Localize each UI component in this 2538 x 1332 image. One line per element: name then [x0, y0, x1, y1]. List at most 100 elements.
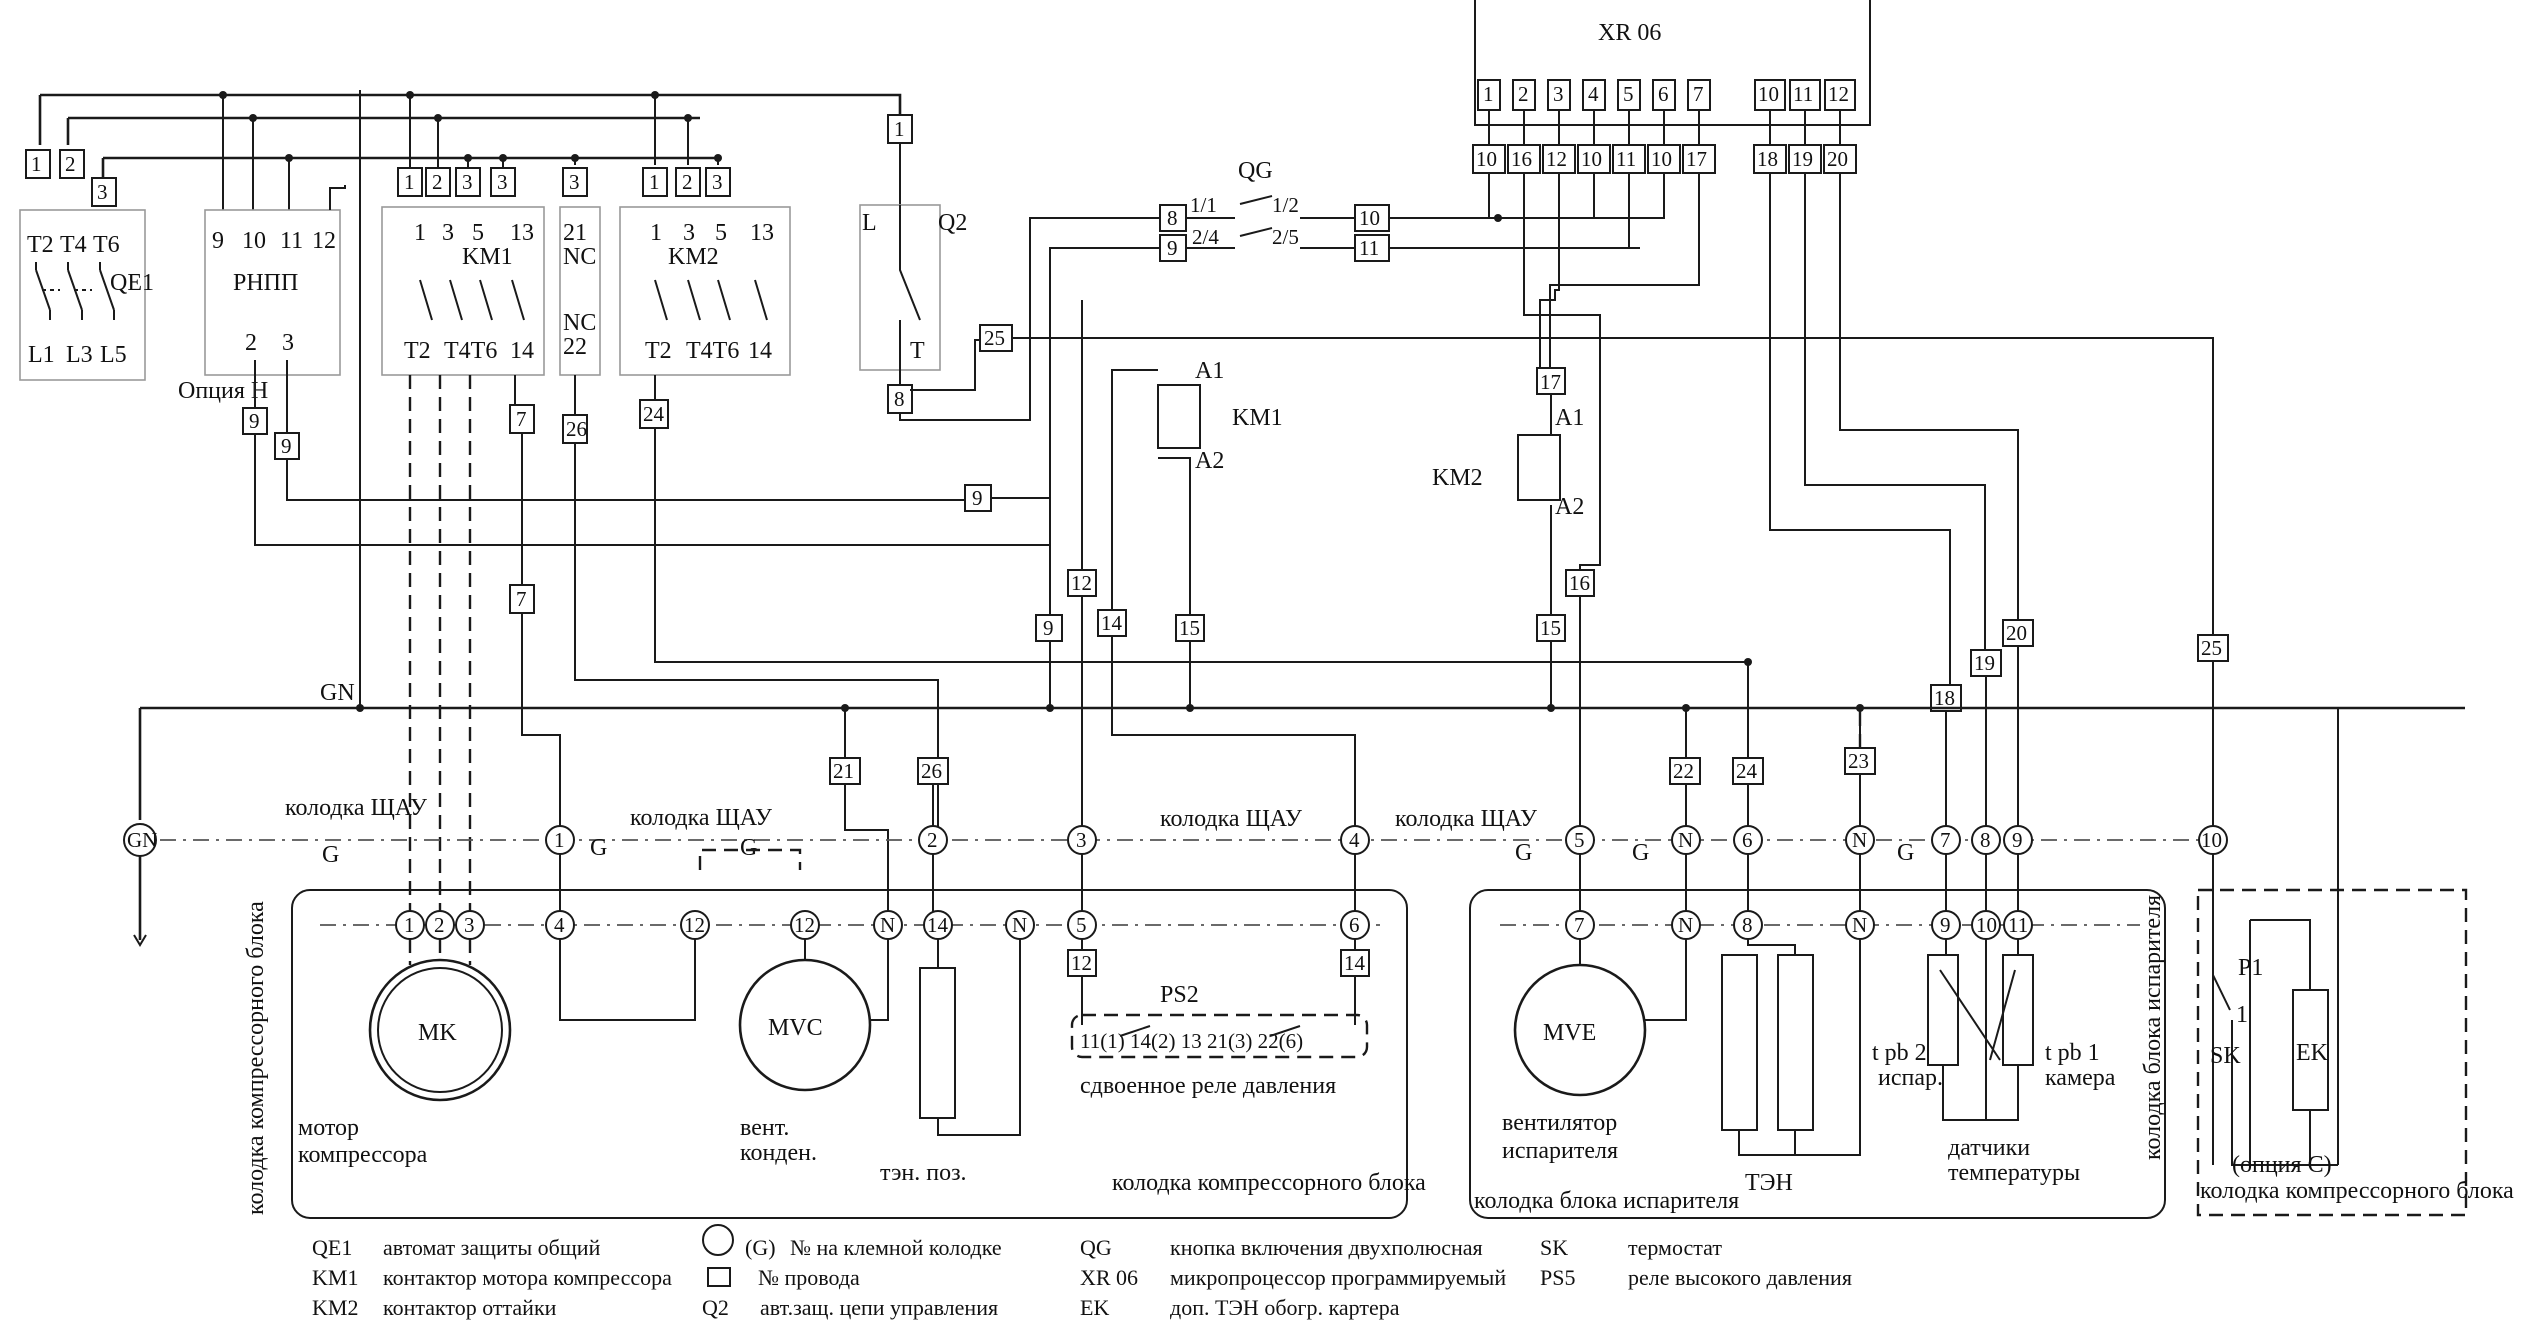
tpb2-2: испар.: [1878, 1065, 1943, 1091]
wire-20: 20: [2006, 621, 2027, 645]
shau-g-2: G: [590, 835, 607, 861]
q2-l: L: [862, 210, 877, 236]
compressor-block: колодка компрессорного блока 1 2 3 4 12 …: [243, 889, 1426, 1219]
option-c-block: P1 1 SK EK (опция С) колодка компрессорн…: [2196, 854, 2514, 1217]
mk-desc-1: мотор: [298, 1115, 359, 1141]
legend-code-g: (G): [745, 1235, 776, 1260]
km1-coil-name: KM1: [1232, 405, 1283, 431]
xr06-title: XR 06: [1598, 20, 1661, 46]
rnpp-option: Опция Н: [178, 378, 268, 404]
mk-desc-2: компрессора: [298, 1142, 428, 1168]
km2-coil-a2: A2: [1555, 494, 1584, 520]
q2-wire-8: 8: [894, 387, 905, 411]
qe1-name: QE1: [110, 270, 154, 296]
xr06-t12: 12: [1828, 82, 1849, 106]
legend-desc-km1: контактор мотора компрессора: [383, 1265, 672, 1290]
legend-code-qg: QG: [1080, 1235, 1112, 1260]
sensors-1: датчики: [1948, 1135, 2030, 1161]
legend-desc-q2: авт.защ. цепи управления: [760, 1295, 998, 1320]
gn-label: GN: [320, 680, 355, 706]
eb-node-7: 7: [1574, 913, 1585, 937]
cb-node-2: 2: [434, 913, 445, 937]
legend-desc-xr06: микропроцессор программируемый: [1170, 1265, 1506, 1290]
xr06-w10b: 10: [1581, 147, 1602, 171]
shau-label-4: колодка ЩАУ: [1395, 806, 1537, 832]
km2-wire-24: 24: [643, 402, 665, 426]
wire-labels: 9 12 14 15 15 16 9 18 19 20 25 21 26 22 …: [829, 300, 2229, 930]
q2-wire-25: 25: [984, 326, 1005, 350]
xr06-t11: 11: [1793, 82, 1813, 106]
wire-19: 19: [1974, 651, 1995, 675]
cb-node-1: 1: [404, 913, 415, 937]
shau-node-3: 3: [1076, 828, 1087, 852]
legend-code-km1: KM1: [312, 1265, 358, 1290]
km2-wire-2: 2: [682, 170, 693, 194]
qe1-t4: T4: [60, 232, 87, 258]
wire-25: 25: [2201, 636, 2222, 660]
xr06-t6: 6: [1658, 82, 1669, 106]
heater-label: тэн. поз.: [880, 1160, 967, 1186]
shau-node-7: 7: [1940, 828, 1951, 852]
cb-wire-14: 14: [1344, 951, 1366, 975]
shau-label-2: колодка ЩАУ: [630, 805, 772, 831]
tpb2-1: t pb 2: [1872, 1040, 1927, 1066]
km1-t2: T2: [404, 338, 431, 364]
km1-14: 14: [510, 338, 534, 364]
km1-contactor: 1 2 3 3 1 3 5 13 KM1 T2 T4T6 14 7 7: [381, 167, 561, 930]
legend-code-qe1: QE1: [312, 1235, 352, 1260]
eb-node-11: 11: [2008, 913, 2028, 937]
qe1-t6: T6: [93, 232, 120, 258]
wire-24: 24: [1736, 759, 1758, 783]
mve-label: MVE: [1543, 1020, 1596, 1046]
xr06-t3: 3: [1553, 82, 1564, 106]
rnpp-11: 11: [280, 228, 303, 254]
sensors-2: температуры: [1948, 1160, 2080, 1186]
cb-node-6: 6: [1349, 913, 1360, 937]
mve-desc-1: вентилятор: [1502, 1110, 1617, 1136]
ps2-label: PS2: [1160, 982, 1199, 1008]
wire-15a: 15: [1179, 616, 1200, 640]
shau-node-10: 10: [2201, 828, 2222, 852]
shau-node-4: 4: [1349, 828, 1360, 852]
wire-7b: 7: [516, 587, 527, 611]
rnpp-name: РНПП: [233, 270, 298, 296]
shau-g-1: G: [322, 842, 339, 868]
q2-name: Q2: [938, 210, 967, 236]
km1-name: KM1: [462, 244, 513, 270]
cb-wire-12: 12: [1071, 951, 1092, 975]
km2-t4t6: T4T6: [686, 338, 739, 364]
km1-coil-a1: A1: [1195, 358, 1224, 384]
legend-code-xr06: XR 06: [1080, 1265, 1138, 1290]
legend-code-q2: Q2: [702, 1295, 729, 1320]
xr06-t10: 10: [1758, 82, 1779, 106]
shau-g-4: G: [1632, 840, 1649, 866]
km2-1: 1: [650, 220, 662, 246]
km2-wire-3: 3: [712, 170, 723, 194]
rnpp-wire-9a: 9: [249, 409, 260, 433]
nc-21: 21: [563, 220, 587, 246]
rnpp-relay: 9 10 11 12 РНПП 2 3 Опция Н 9 9: [178, 185, 1051, 590]
km1-3: 3: [442, 220, 454, 246]
option-c-p1: P1: [2238, 955, 2263, 981]
legend-circle-symbol: [702, 1224, 734, 1256]
legend-code-ps5: PS5: [1540, 1265, 1575, 1290]
qg-out-11: 11: [1359, 236, 1379, 260]
qg-switch: QG 8 9 1/1 1/2 2/4 2/5 10 11: [1030, 158, 1640, 625]
legend-desc-ps5: реле высокого давления: [1628, 1265, 1852, 1290]
xr06-w10a: 10: [1476, 147, 1497, 171]
shau-node-9: 9: [2012, 828, 2023, 852]
legend-desc-g: № на клемной колодке: [790, 1235, 1002, 1260]
option-c-label-2: колодка компрессорного блока: [2200, 1178, 2514, 1204]
q2-wire-1: 1: [894, 117, 905, 141]
shau-node-n1: N: [1678, 828, 1693, 852]
km2-14: 14: [748, 338, 772, 364]
qg-in-9: 9: [1167, 236, 1178, 260]
rnpp-2: 2: [245, 330, 257, 356]
km2-coil-name: KM2: [1432, 465, 1483, 491]
legend-desc-ek: доп. ТЭН обогр. картера: [1170, 1295, 1400, 1320]
cb-node-3: 3: [464, 913, 475, 937]
wire-9a: 9: [1043, 616, 1054, 640]
eb-node-9: 9: [1940, 913, 1951, 937]
qg-in-8: 8: [1167, 206, 1178, 230]
